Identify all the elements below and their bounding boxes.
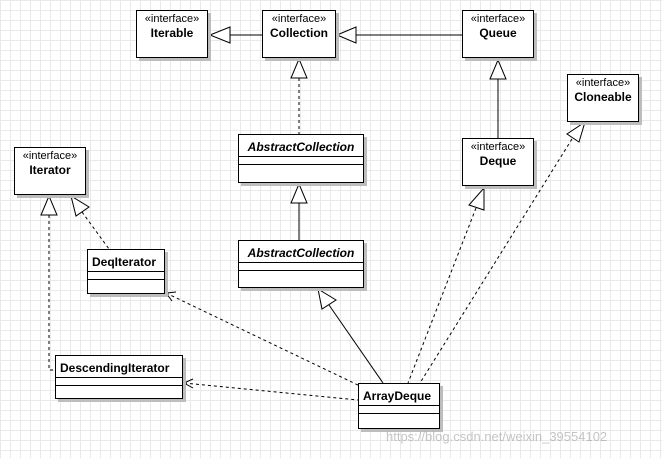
deqiterator-class[interactable]: DeqIterator <box>87 249 165 294</box>
class-name: DescendingIterator <box>56 356 182 378</box>
arraydeque-to-deque-line <box>407 207 477 384</box>
cloneable-interface[interactable]: «interface» Cloneable <box>567 74 639 122</box>
operations-compartment <box>239 271 363 278</box>
collection-interface[interactable]: «interface» Collection <box>262 10 336 58</box>
queue-interface[interactable]: «interface» Queue <box>462 10 534 58</box>
arraydeque-class[interactable]: ArrayDeque <box>358 383 440 429</box>
attributes-compartment <box>239 157 363 165</box>
arraydeque-to-descendingiterator-line <box>183 382 359 401</box>
interface-name: Collection <box>269 26 328 40</box>
attributes-compartment <box>88 272 164 280</box>
realization-arrowhead <box>40 194 58 216</box>
realization-arrowhead <box>70 194 90 217</box>
generalization-arrowhead <box>208 26 231 44</box>
stereotype-label: «interface» <box>575 77 631 89</box>
generalization-arrowhead <box>335 26 357 44</box>
dependency-arrowhead <box>165 291 177 302</box>
generalization-arrowhead <box>317 287 337 310</box>
interface-name: Queue <box>479 26 517 40</box>
iterator-interface[interactable]: «interface» Iterator <box>14 147 86 195</box>
deqiterator-to-iterator-line <box>81 211 110 250</box>
class-name: DeqIterator <box>88 250 164 272</box>
interface-name: Iterable <box>150 26 194 40</box>
abstractcollection-class-1[interactable]: AbstractCollection <box>238 134 364 183</box>
stereotype-label: «interface» <box>144 13 200 25</box>
stereotype-label: «interface» <box>22 150 78 162</box>
attributes-compartment <box>359 406 439 414</box>
interface-name: Iterator <box>29 163 71 177</box>
abstractcollection-class-2[interactable]: AbstractCollection <box>238 240 364 288</box>
descendingiterator-to-iterator-line <box>48 215 56 371</box>
operations-compartment <box>359 414 439 421</box>
watermark-text: https://blog.csdn.net/weixin_39554102 <box>386 429 608 444</box>
dependency-arrowhead <box>182 378 194 389</box>
realization-arrowhead <box>468 186 485 211</box>
arraydeque-to-abstractcollection-line <box>328 304 384 384</box>
iterable-interface[interactable]: «interface» Iterable <box>136 10 208 58</box>
stereotype-label: «interface» <box>271 13 327 25</box>
interface-name: Deque <box>479 154 517 168</box>
class-name: AbstractCollection <box>239 135 363 157</box>
realization-arrowhead <box>290 57 308 79</box>
operations-compartment <box>56 386 182 393</box>
deque-interface[interactable]: «interface» Deque <box>462 138 534 186</box>
generalization-arrowhead <box>290 182 308 204</box>
descendingiterator-class[interactable]: DescendingIterator <box>55 355 183 399</box>
attributes-compartment <box>239 263 363 271</box>
attributes-compartment <box>56 378 182 386</box>
stereotype-label: «interface» <box>470 141 526 153</box>
class-name: AbstractCollection <box>239 241 363 263</box>
operations-compartment <box>239 165 363 172</box>
interface-name: Cloneable <box>574 90 632 104</box>
realization-arrowhead <box>566 120 586 143</box>
operations-compartment <box>88 280 164 287</box>
stereotype-label: «interface» <box>470 13 526 25</box>
class-name: ArrayDeque <box>359 384 439 406</box>
generalization-arrowhead <box>489 58 507 80</box>
